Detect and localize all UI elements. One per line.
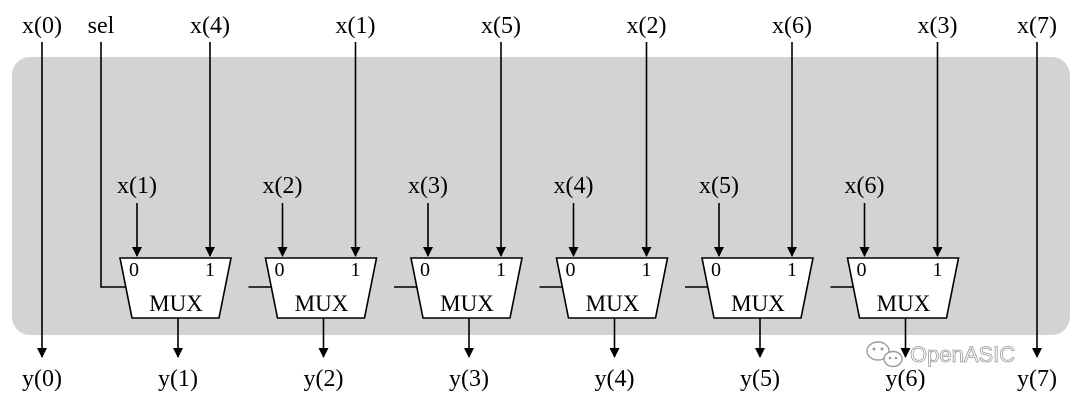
mux-out-label-1: y(1) bbox=[158, 366, 198, 392]
sel-line bbox=[100, 42, 126, 288]
mux-body-3 bbox=[410, 257, 523, 319]
mux-in1-label-4: x(2) bbox=[627, 13, 667, 39]
mux-in1-label-6: x(3) bbox=[918, 13, 958, 39]
mux-in1-label-5: x(6) bbox=[772, 13, 812, 39]
mux-out-label-2: y(2) bbox=[304, 366, 344, 392]
mux-port0-label-6: 0 bbox=[857, 259, 867, 281]
mux-in1-label-1: x(4) bbox=[190, 13, 230, 39]
mux-body-1 bbox=[119, 257, 232, 319]
mux-label-4: MUX bbox=[586, 291, 640, 316]
mux-in0-label-4: x(4) bbox=[554, 173, 594, 199]
mux-port0-label-2: 0 bbox=[275, 259, 285, 281]
mux-in0-label-5: x(5) bbox=[699, 173, 739, 199]
mux-label-6: MUX bbox=[877, 291, 931, 316]
mux-body-6 bbox=[846, 257, 960, 319]
mux-port0-label-5: 0 bbox=[711, 259, 721, 281]
watermark: OpenASIC bbox=[866, 341, 1016, 368]
mux-label-3: MUX bbox=[440, 291, 494, 316]
mux-in0-label-3: x(3) bbox=[408, 173, 448, 199]
mux-label-2: MUX bbox=[295, 291, 349, 316]
mux-body-2 bbox=[264, 257, 378, 319]
mux-in1-label-3: x(5) bbox=[481, 13, 521, 39]
mux-in0-label-6: x(6) bbox=[845, 173, 885, 199]
input-label-x7: x(7) bbox=[1017, 13, 1057, 39]
mux-port1-label-1: 1 bbox=[205, 259, 215, 281]
mux-port0-label-4: 0 bbox=[566, 259, 576, 281]
mux-body-5 bbox=[701, 257, 814, 319]
mux-port0-label-1: 0 bbox=[129, 259, 139, 281]
mux-port0-label-3: 0 bbox=[420, 259, 430, 281]
mux-port1-label-6: 1 bbox=[933, 259, 943, 281]
mux-body-4 bbox=[555, 257, 669, 319]
mux-port1-label-2: 1 bbox=[351, 259, 361, 281]
mux-out-label-6: y(6) bbox=[886, 366, 926, 392]
mux-out-label-4: y(4) bbox=[595, 366, 635, 392]
mux-port1-label-3: 1 bbox=[496, 259, 506, 281]
watermark-text: OpenASIC bbox=[910, 342, 1015, 367]
mux-label-1: MUX bbox=[149, 291, 203, 316]
wechat-icon bbox=[866, 341, 903, 368]
mux-in0-label-1: x(1) bbox=[117, 173, 157, 199]
mux-label-5: MUX bbox=[731, 291, 785, 316]
output-label-y0: y(0) bbox=[22, 366, 62, 392]
mux-out-label-5: y(5) bbox=[740, 366, 780, 392]
mux-in1-label-2: x(1) bbox=[336, 13, 376, 39]
mux-port1-label-5: 1 bbox=[787, 259, 797, 281]
mux-in0-label-2: x(2) bbox=[263, 173, 303, 199]
sel-label: sel bbox=[88, 13, 115, 39]
mux-port1-label-4: 1 bbox=[642, 259, 652, 281]
input-label-x0: x(0) bbox=[22, 13, 62, 39]
mux-out-label-3: y(3) bbox=[449, 366, 489, 392]
output-label-y7: y(7) bbox=[1017, 366, 1057, 392]
